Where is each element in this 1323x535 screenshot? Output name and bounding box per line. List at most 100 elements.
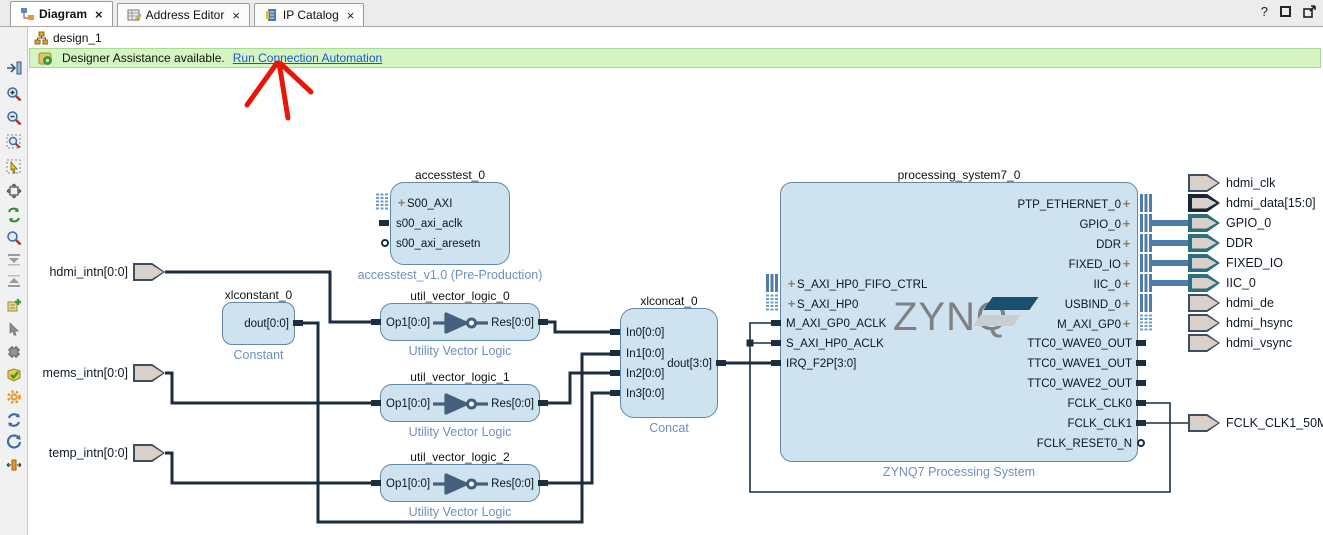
zoom-in-icon[interactable] [3,83,25,105]
external-port-hdmi-hsync[interactable] [1188,314,1220,332]
port-ddr[interactable]: DDR+ [1096,236,1131,251]
port-in1[interactable]: In1[0:0] [626,348,665,360]
expand-port-icon[interactable]: + [397,195,406,210]
pin-stub[interactable] [771,360,781,366]
port-fixed-io[interactable]: FIXED_IO+ [1068,256,1131,271]
make-external-icon[interactable] [3,318,25,340]
connected-interface-pin-icon[interactable] [1140,294,1152,312]
port-irq-f2p[interactable]: IRQ_F2P[3:0] [786,358,857,370]
block-accesstest-0[interactable]: accesstest_0 +S00_AXI s00_axi_aclk s00_a… [358,168,543,282]
tab-close-icon[interactable]: × [232,7,240,23]
pin-stub[interactable] [1136,420,1146,426]
pin-stub[interactable] [610,329,620,335]
block-util-vector-logic-2[interactable]: util_vector_logic_2 Op1[0:0] Res[0:0] Ut… [380,450,540,519]
fit-view-icon[interactable] [3,180,25,202]
port-s-axi-hp0[interactable]: +S_AXI_HP0 [787,296,859,311]
tab-close-icon[interactable]: × [346,7,355,23]
validate-design-icon[interactable] [3,364,25,386]
unconnected-interface-pin-icon[interactable] [766,294,778,312]
expand-port-icon[interactable]: + [787,296,796,311]
zoom-out-icon[interactable] [3,107,25,129]
search-icon[interactable] [3,227,25,249]
expand-hierarchy-icon[interactable] [3,270,25,292]
pin-stub[interactable] [716,360,726,366]
port-usbind0[interactable]: USBIND_0+ [1064,296,1131,311]
select-area-icon[interactable] [3,156,25,178]
port-gpio0[interactable]: GPIO_0+ [1079,216,1131,231]
expand-port-icon[interactable]: + [1122,236,1131,251]
port-m-axi-gp0[interactable]: M_AXI_GP0+ [1057,316,1131,331]
unconnected-interface-pin-icon[interactable] [1140,314,1152,332]
external-port-ddr[interactable] [1188,234,1220,252]
external-port-temp-intn[interactable] [133,444,165,462]
external-port-mems-intn[interactable] [133,364,165,382]
port-op1[interactable]: Op1[0:0] [386,317,431,329]
port-fclk-clk0[interactable]: FCLK_CLK0 [1067,398,1132,410]
expand-port-icon[interactable]: + [1122,276,1131,291]
pin-stub[interactable] [610,350,620,356]
active-low-pin-icon[interactable] [381,239,389,247]
block-processing-system7-0[interactable]: processing_system7_0 +S_AXI_HP0_FIFO_CTR… [780,168,1138,479]
pin-stub[interactable] [610,370,620,376]
pin-stub[interactable] [538,480,548,486]
port-s00-axi[interactable]: +S00_AXI [397,195,453,210]
pin-stub[interactable] [771,340,781,346]
pin-stub[interactable] [1136,380,1146,386]
pin-stub[interactable] [538,319,548,325]
connected-interface-pin-icon[interactable] [1140,254,1152,272]
port-ttc0-wave0-out[interactable]: TTC0_WAVE0_OUT [1027,338,1132,350]
pin-stub[interactable] [371,480,381,486]
zoom-fit-icon[interactable] [3,131,25,153]
pin-stub[interactable] [771,320,781,326]
block-xlconcat-0[interactable]: xlconcat_0 In0[0:0] In1[0:0] In2[0:0] In… [620,294,718,435]
port-in3[interactable]: In3[0:0] [626,388,665,400]
expand-port-icon[interactable]: + [1122,256,1131,271]
connected-interface-pin-icon[interactable] [1140,234,1152,252]
port-ttc0-wave1-out[interactable]: TTC0_WAVE1_OUT [1027,358,1132,370]
expand-port-icon[interactable]: + [1122,216,1131,231]
port-dout[interactable]: dout[3:0] [667,358,712,370]
tab-address-editor[interactable]: Address Editor × [116,3,250,26]
external-port-gpio0[interactable] [1188,214,1220,232]
float-window-icon[interactable] [1303,5,1317,18]
port-fclk-clk1[interactable]: FCLK_CLK1 [1067,418,1132,430]
connected-interface-pin-icon[interactable] [1140,274,1152,292]
regenerate-layout-icon[interactable] [3,431,25,453]
pin-stub[interactable] [610,390,620,396]
pin-stub[interactable] [371,400,381,406]
settings-gear-icon[interactable] [3,386,25,408]
external-port-hdmi-de[interactable] [1188,294,1220,312]
refresh-icon[interactable] [3,409,25,431]
pin-stub[interactable] [1136,400,1146,406]
external-port-hdmi-clk[interactable] [1188,174,1220,192]
expand-port-icon[interactable]: + [1122,296,1131,311]
port-iic0[interactable]: IIC_0+ [1093,276,1131,291]
collapse-hierarchy-icon[interactable] [3,249,25,271]
connected-interface-pin-icon[interactable] [1140,194,1152,212]
port-op1[interactable]: Op1[0:0] [386,478,431,490]
tab-diagram[interactable]: Diagram × [10,1,113,26]
help-icon[interactable]: ? [1260,4,1268,19]
external-port-hdmi-data[interactable] [1188,194,1220,212]
external-port-hdmi-intn[interactable] [133,263,165,281]
pin-stub[interactable] [538,400,548,406]
dock-icon[interactable] [3,57,25,79]
pin-stub[interactable] [1136,360,1146,366]
customize-block-icon[interactable] [3,341,25,363]
pin-stub[interactable] [293,320,303,326]
pin-stub[interactable] [379,220,389,226]
block-util-vector-logic-0[interactable]: util_vector_logic_0 Op1[0:0] Res[0:0] Ut… [380,289,540,358]
port-m-axi-gp0-aclk[interactable]: M_AXI_GP0_ACLK [786,318,887,330]
unconnected-interface-pin-icon[interactable] [376,193,388,211]
port-dout[interactable]: dout[0:0] [244,318,289,330]
active-low-pin-icon[interactable] [1137,439,1145,447]
external-port-hdmi-vsync[interactable] [1188,334,1220,352]
port-ptp-ethernet0[interactable]: PTP_ETHERNET_0+ [1017,196,1131,211]
port-s00-axi-aresetn[interactable]: s00_axi_aresetn [396,238,481,250]
pin-stub[interactable] [1136,340,1146,346]
expand-port-icon[interactable]: + [1122,196,1131,211]
pin-stub[interactable] [371,319,381,325]
external-port-fclk-clk1-50m[interactable] [1188,414,1220,432]
port-s-axi-hp0-fifo-ctrl[interactable]: +S_AXI_HP0_FIFO_CTRL [787,276,928,291]
run-connection-automation-link[interactable]: Run Connection Automation [232,51,383,65]
